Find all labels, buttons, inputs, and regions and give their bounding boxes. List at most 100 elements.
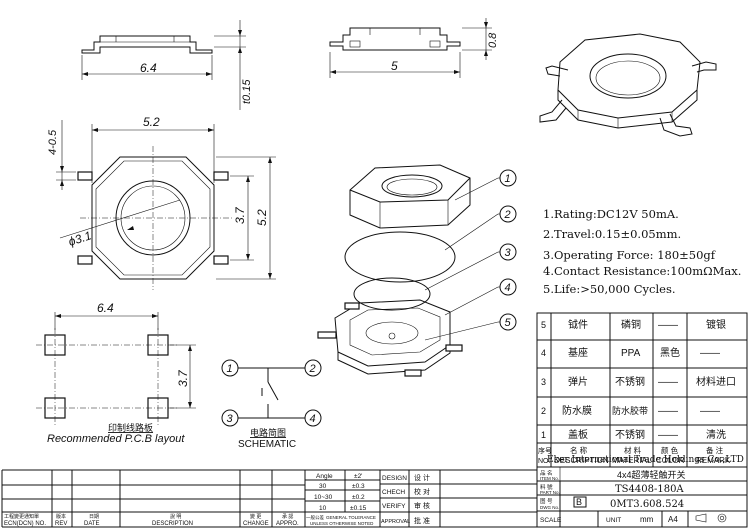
bom-header-no-cn: 序号 — [538, 446, 552, 455]
svg-text:设 计: 设 计 — [414, 473, 430, 482]
revision-block: 工程變更通知單 ECN(DCN) NO. 版本 REV 日期 DATE 說 明 … — [1, 469, 305, 528]
schematic: 1 2 3 4 电路简图 SCHEMATIC — [221, 359, 322, 450]
callout-4 — [499, 278, 517, 296]
svg-text:——: —— — [700, 348, 720, 359]
callout-3 — [499, 243, 517, 261]
callout-5 — [499, 313, 517, 331]
svg-text:10: 10 — [319, 505, 327, 512]
svg-text:UNLESS OTHERWISE NOTED: UNLESS OTHERWISE NOTED — [310, 521, 374, 526]
bom-header-no: NO. — [538, 458, 551, 465]
svg-text:校 对: 校 对 — [414, 487, 430, 496]
sheet-size: A4 — [668, 515, 678, 524]
tolerance-angle-value: ±2' — [354, 473, 362, 480]
svg-text:10~30: 10~30 — [314, 494, 333, 501]
pcb-width-label: 6.4 — [97, 301, 114, 315]
part-dome — [353, 277, 431, 311]
drawing-number: 0MT3.608.524 — [610, 499, 684, 510]
schematic-node-4: 4 — [310, 413, 316, 425]
svg-text:基座: 基座 — [568, 346, 588, 359]
unit-label: UNIT — [606, 517, 621, 524]
side-view: 5 0.8 — [329, 18, 499, 78]
revision-change-label: CHANGE — [243, 521, 269, 527]
approval-check: CHECH — [382, 489, 405, 496]
callout-3-label: 3 — [505, 247, 512, 259]
svg-text:黑色: 黑色 — [660, 346, 680, 359]
bom-table: 5 钺件 磷铜 —— 镀银 4 基座 PPA 黑色 —— 3 弹片 不锈钢 ——… — [536, 312, 748, 468]
svg-text:——: —— — [658, 430, 678, 441]
bom-header-color: COLOR — [656, 456, 685, 465]
top-side-view: 6.4 t0.15 — [81, 20, 253, 110]
svg-text:防水胶带: 防水胶带 — [612, 405, 648, 416]
revision-appro-label: APPRO. — [276, 521, 299, 527]
title-block: Eker International Trade Holdings Co.,LT… — [536, 455, 748, 528]
revision-rev-label: REV — [55, 521, 67, 527]
svg-text:——: —— — [658, 377, 678, 388]
spec-travel: 2.Travel:0.15±0.05mm. — [543, 227, 681, 241]
pcb-spacing-label: 3.7 — [176, 369, 190, 387]
top-width-label: 6.4 — [140, 61, 157, 75]
part-membrane — [344, 231, 456, 283]
unit-value: mm — [640, 515, 654, 524]
svg-text:PPA: PPA — [621, 348, 641, 359]
body-width-label: 5.2 — [143, 115, 160, 129]
part-cover — [349, 164, 471, 229]
callout-4-label: 4 — [505, 282, 511, 294]
svg-text:审 核: 审 核 — [414, 501, 430, 510]
svg-text:PART No.: PART No. — [540, 490, 560, 495]
pcb-title-cn: 印制线路板 — [108, 422, 153, 433]
callout-2-label: 2 — [504, 209, 511, 221]
svg-text:1: 1 — [541, 430, 546, 440]
svg-text:±0.3: ±0.3 — [352, 483, 365, 490]
svg-text:版本: 版本 — [56, 513, 66, 520]
bom-row: 1 盖板 不锈钢 —— 清洗 — [541, 428, 726, 441]
schematic-node-1: 1 — [227, 363, 233, 375]
svg-text:ITEM No.: ITEM No. — [540, 476, 559, 481]
svg-text:±0.15: ±0.15 — [350, 505, 367, 512]
item-name: 4x4超薄轻触开关 — [617, 469, 686, 480]
thickness-label: t0.15 — [241, 79, 253, 104]
svg-text:清洗: 清洗 — [706, 428, 726, 441]
schematic-node-2: 2 — [309, 363, 316, 375]
callout-1-label: 1 — [505, 173, 511, 185]
bom-header-remark: REMARK — [696, 456, 731, 465]
bom-row: 2 防水膜 防水胶带 —— —— — [541, 404, 720, 417]
approval-design: DESIGN — [382, 475, 407, 482]
svg-text:不锈钢: 不锈钢 — [615, 375, 645, 388]
svg-text:——: —— — [700, 406, 720, 417]
isometric-view — [539, 33, 717, 137]
part-number: TS4408-180A — [615, 484, 684, 495]
svg-text:一般公差: 一般公差 — [306, 514, 324, 521]
svg-text:防水膜: 防水膜 — [562, 404, 592, 417]
body-height-label: 5.2 — [255, 209, 269, 226]
revision-desc-label: DESCRIPTION — [152, 521, 193, 527]
svg-text:批 准: 批 准 — [414, 516, 430, 525]
spec-life: 5.Life:>50,000 Cycles. — [543, 282, 676, 296]
scale-label: SCALE — [540, 517, 562, 524]
bom-header-material-cn: 材 料 — [624, 445, 642, 455]
svg-text:盖板: 盖板 — [568, 428, 588, 441]
bom-header-color-cn: 颜 色 — [661, 445, 679, 455]
bom-header-remark-cn: 备 注 — [706, 445, 724, 455]
svg-text:30: 30 — [319, 483, 327, 490]
svg-text:變 更: 變 更 — [250, 513, 261, 520]
spec-list: 1.Rating:DC12V 50mA. 2.Travel:0.15±0.05m… — [543, 207, 741, 296]
svg-text:說 明: 說 明 — [170, 513, 181, 520]
schematic-node-3: 3 — [227, 413, 234, 425]
svg-text:弹片: 弹片 — [568, 375, 588, 388]
plan-view: ϕ3.1 5.2 5.2 3.7 4-0.5 — [47, 115, 276, 290]
svg-text:3: 3 — [541, 377, 546, 387]
spec-resistance: 4.Contact Resistance:100mΩMax. — [543, 264, 741, 278]
svg-text:品 名: 品 名 — [540, 469, 553, 477]
svg-text:钺件: 钺件 — [568, 318, 588, 331]
side-height-label: 0.8 — [487, 32, 499, 48]
svg-text:——: —— — [658, 320, 678, 331]
revision-ecn-label: ECN(DCN) NO. — [4, 521, 46, 527]
side-width-label: 5 — [391, 59, 398, 73]
svg-text:——: —— — [658, 406, 678, 417]
svg-text:4: 4 — [541, 348, 546, 358]
callout-1 — [499, 169, 517, 187]
callout-5-label: 5 — [505, 317, 512, 329]
bom-row: 4 基座 PPA 黑色 —— — [541, 346, 720, 359]
revision-value: B — [576, 497, 582, 507]
